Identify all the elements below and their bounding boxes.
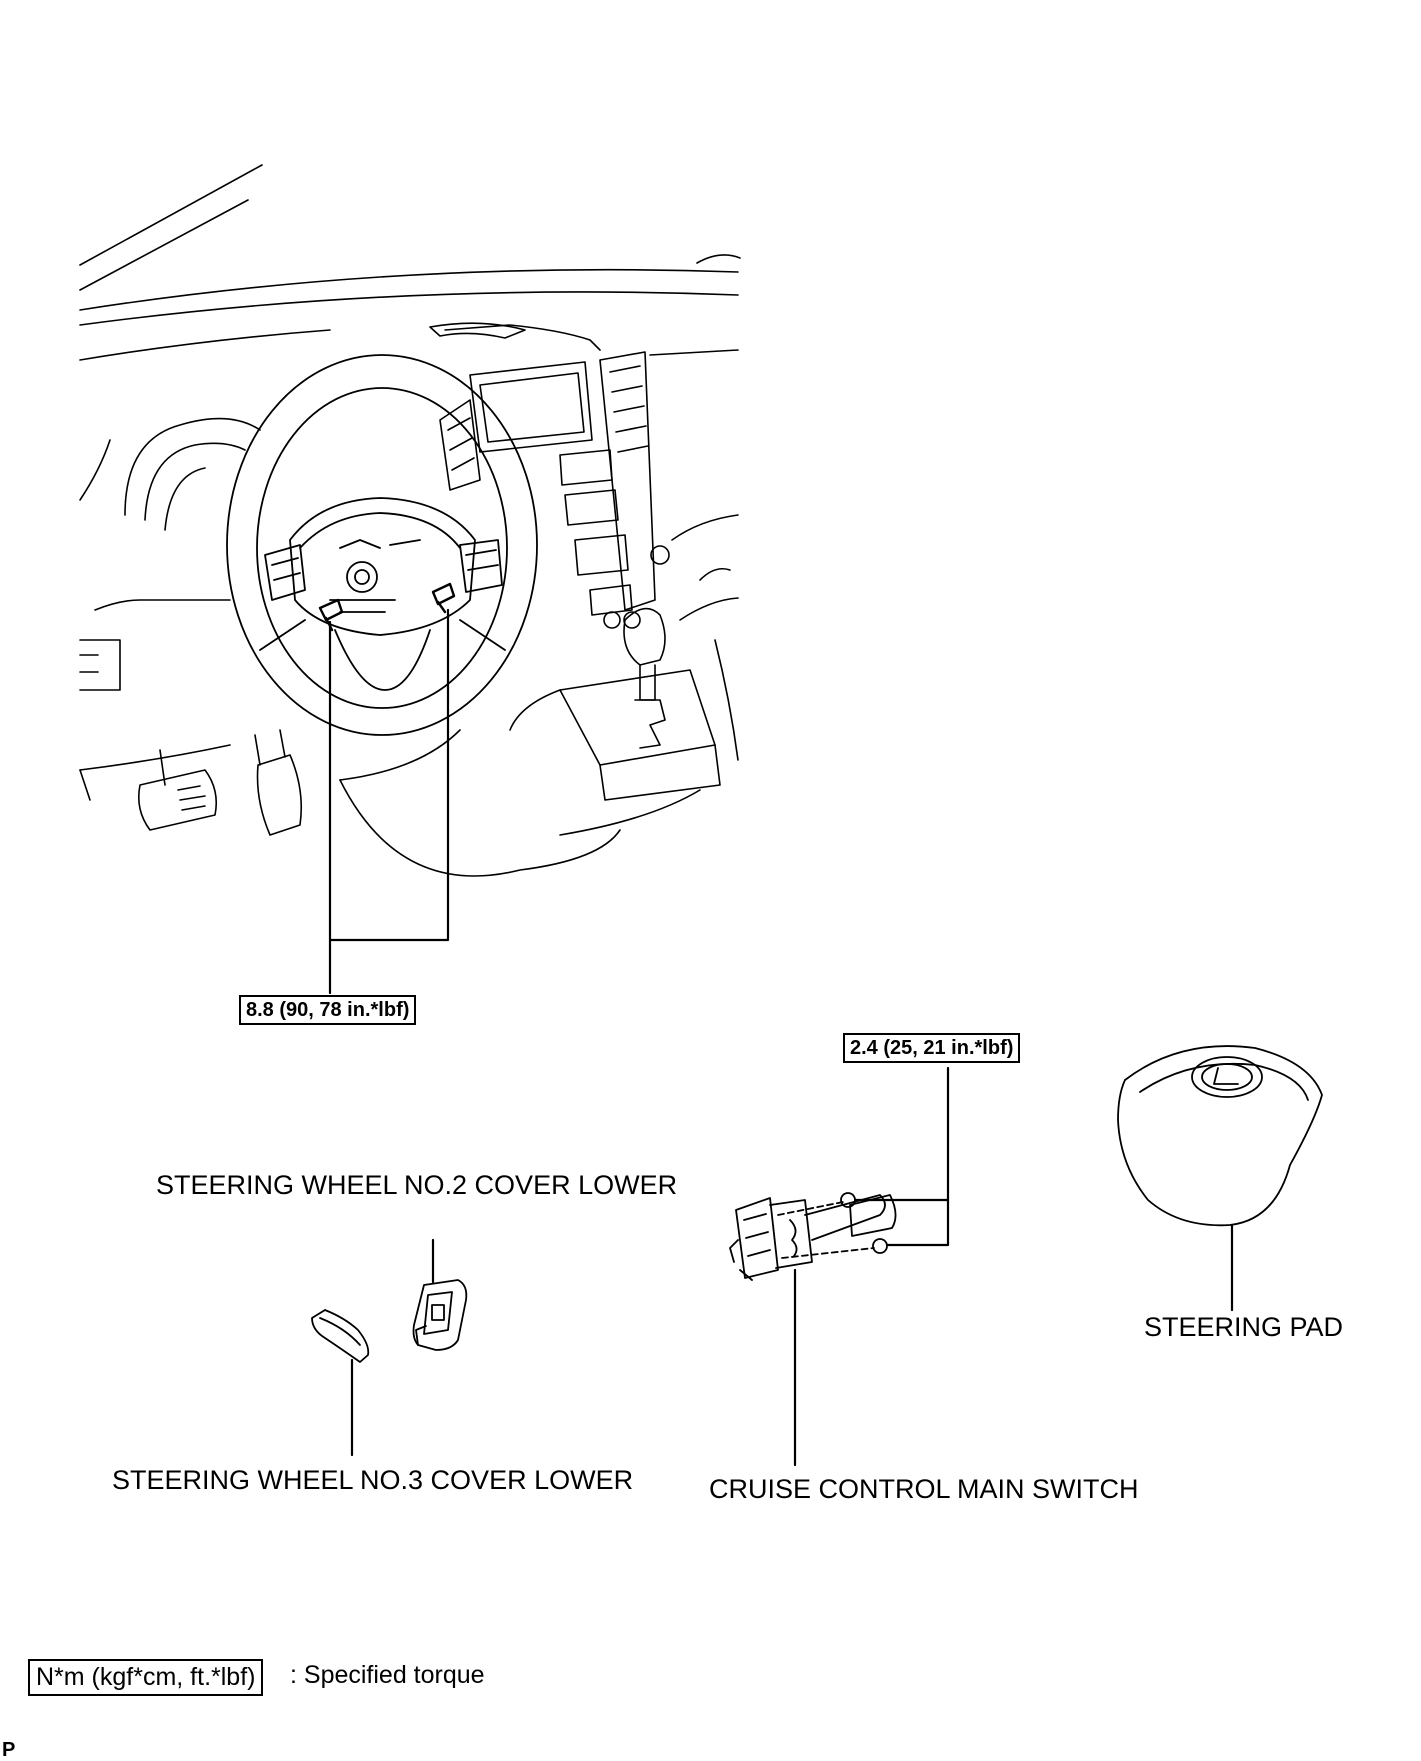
steering-pad-illustration — [1117, 1045, 1323, 1227]
steering-wheel-illustration — [226, 354, 538, 736]
no2-cover-illustration — [412, 1279, 468, 1351]
torque-legend-description: : Specified torque — [290, 1661, 485, 1689]
wheel-bolt-torque-spec: 8.8 (90, 78 in.*lbf) — [239, 995, 417, 1025]
torque-unit-legend-box: N*m (kgf*cm, ft.*lbf) — [28, 1659, 264, 1696]
wheel-bolt-leader-lines — [328, 608, 450, 995]
dashboard-illustration — [79, 164, 741, 877]
steering-pad-label: STEERING PAD — [1144, 1312, 1344, 1342]
no2-cover-lower-label: STEERING WHEEL NO.2 COVER LOWER — [156, 1170, 678, 1200]
corner-code: P — [2, 1739, 16, 1761]
no3-cover-illustration — [311, 1309, 370, 1363]
cruise-control-main-switch-label: CRUISE CONTROL MAIN SWITCH — [709, 1474, 1139, 1504]
cruise-screw-torque-spec: 2.4 (25, 21 in.*lbf) — [843, 1033, 1021, 1063]
no3-cover-lower-label: STEERING WHEEL NO.3 COVER LOWER — [112, 1465, 634, 1495]
cruise-screw-leader-lines — [853, 1066, 950, 1247]
cruise-switch-illustration — [729, 1192, 897, 1281]
